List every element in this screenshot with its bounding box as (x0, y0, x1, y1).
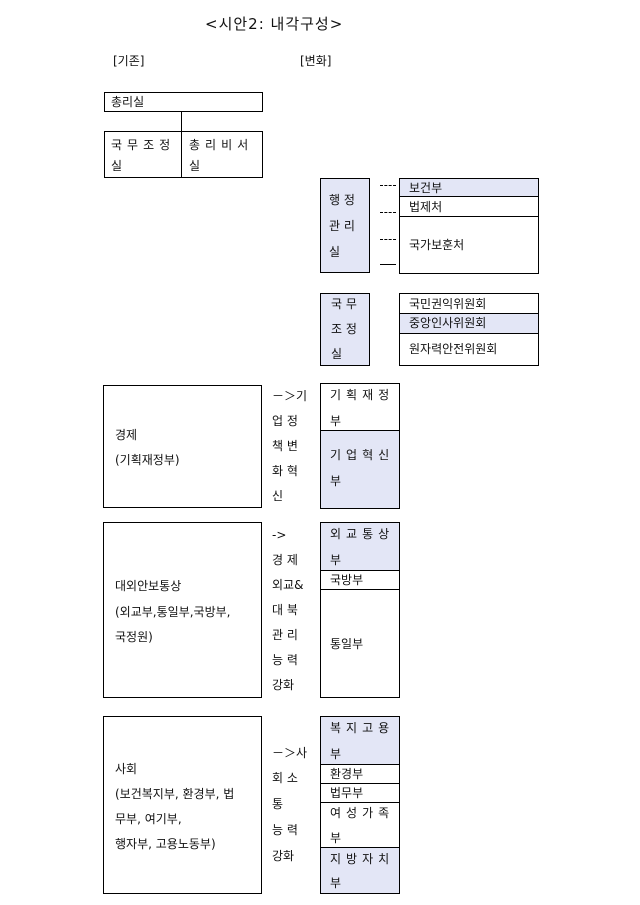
social-after-highlight-2 (321, 847, 399, 893)
foreign-change-4: 대 북 (272, 603, 298, 617)
admin-dash-2 (380, 212, 396, 213)
admin-dash-3 (380, 239, 396, 240)
coord-item-personnel: 중앙인사위원회 (409, 316, 487, 330)
economy-after-1-line1: 기획재정 (330, 388, 395, 402)
economy-before-box: 경제 (기획재정부) (103, 385, 262, 508)
admin-item-sep-1 (400, 196, 538, 197)
pm-secretariat-line1: 총리비서 (189, 138, 254, 152)
social-after-5-line1: 지방자치 (330, 852, 395, 866)
foreign-after-1-line2: 부 (330, 553, 342, 567)
admin-item-legislation: 법제처 (409, 200, 443, 214)
economy-change-4: 화 혁 (272, 464, 298, 478)
admin-item-highlight (400, 179, 538, 196)
social-after-1-line2: 부 (330, 747, 342, 761)
coordination-office-line1: 국무조정 (111, 138, 176, 152)
economy-change-3: 책 변 (272, 439, 298, 453)
economy-before-line2: (기획재정부) (115, 453, 180, 467)
social-after-5-line2: 부 (330, 876, 342, 890)
pm-office-box: 총리실 (104, 92, 263, 112)
foreign-after-1-line1: 외교통상 (330, 527, 395, 541)
economy-after-2-line1: 기업혁신 (330, 448, 395, 462)
admin-dash-4 (380, 264, 396, 265)
admin-office-label-3: 실 (329, 245, 341, 259)
social-after-box: 복지고용 부 환경부 법무부 여성가족 부 지방자치 부 (320, 716, 400, 894)
economy-after-sep (321, 430, 399, 431)
coord-item-sep-1 (400, 313, 538, 314)
social-before-line1: 사회 (115, 762, 138, 776)
foreign-before-line3: 국정원) (115, 630, 153, 644)
admin-dash-1 (380, 185, 396, 186)
foreign-after-3: 통일부 (330, 637, 364, 651)
column-header-before: [기존] (113, 54, 145, 68)
coord-item-sep-2 (400, 333, 538, 334)
social-change-2: 회 소 (272, 771, 298, 785)
social-after-2: 환경부 (330, 767, 364, 781)
column-header-after: [변화] (300, 54, 332, 68)
social-change-5: 강화 (272, 849, 295, 863)
social-after-sep-2 (321, 783, 399, 784)
admin-item-health: 보건부 (409, 181, 443, 195)
foreign-after-highlight (321, 523, 399, 570)
pm-secretariat-line2: 실 (189, 159, 201, 173)
foreign-after-sep-2 (321, 589, 399, 590)
admin-items-box: 보건부 법제처 국가보훈처 (399, 178, 539, 274)
admin-office-label-2: 관 리 (329, 219, 355, 233)
social-change-1: －＞사 (272, 746, 308, 760)
foreign-after-box: 외교통상 부 국방부 통일부 (320, 522, 400, 698)
economy-after-box: 기획재정 부 기업혁신 부 (320, 383, 400, 509)
pm-office-label: 총리실 (111, 95, 145, 109)
economy-before-line1: 경제 (115, 428, 138, 442)
social-after-sep-1 (321, 764, 399, 765)
page-title: <시안2: 내각구성> (205, 15, 344, 33)
social-change-4: 능 력 (272, 823, 298, 837)
pm-sub-divider (181, 132, 182, 178)
coord-item-highlight (400, 313, 538, 333)
admin-office-box: 행 정 관 리 실 (320, 178, 370, 273)
foreign-change-7: 강화 (272, 678, 295, 692)
economy-after-plain (321, 384, 399, 430)
coord-office-label-1: 국 무 (331, 297, 357, 311)
coord-item-nuclear: 원자력안전위원회 (409, 342, 498, 356)
social-after-sep-4 (321, 847, 399, 848)
coord-office-label-2: 조 정 (331, 322, 357, 336)
foreign-before-box: 대외안보통상 (외교부,통일부,국방부, 국정원) (103, 522, 262, 698)
social-after-1-line1: 복지고용 (330, 721, 395, 735)
coord-item-anticorruption: 국민권익위원회 (409, 297, 487, 311)
social-before-line2: (보건복지부, 환경부, 법 (115, 787, 235, 801)
economy-change-5: 신 (272, 489, 284, 503)
coord-office-label-3: 실 (331, 347, 343, 361)
social-before-line3: 무부, 여기부, (115, 812, 182, 826)
economy-after-1-line2: 부 (330, 414, 342, 428)
economy-change-2: 업 정 (272, 414, 298, 428)
foreign-change-5: 관 리 (272, 628, 298, 642)
social-after-4-line2: 부 (330, 831, 342, 845)
coord-office-box: 국 무 조 정 실 (320, 293, 370, 366)
foreign-change-2: 경 제 (272, 553, 298, 567)
pm-sub-offices-box: 국무조정 실 총리비서 실 (104, 131, 263, 178)
pm-office-connector (181, 111, 182, 132)
foreign-change-6: 능 력 (272, 653, 298, 667)
social-after-highlight-1 (321, 717, 399, 764)
economy-after-2-line2: 부 (330, 474, 342, 488)
admin-item-veterans: 국가보훈처 (409, 238, 465, 252)
social-before-line4: 행자부, 고용노동부) (115, 837, 216, 851)
foreign-before-line1: 대외안보통상 (115, 579, 182, 593)
coord-items-box: 국민권익위원회 중앙인사위원회 원자력안전위원회 (399, 293, 539, 366)
foreign-before-line2: (외교부,통일부,국방부, (115, 605, 231, 619)
admin-office-label-1: 행 정 (329, 193, 355, 207)
economy-change-1: －＞기 (272, 389, 308, 403)
foreign-after-sep-1 (321, 570, 399, 571)
foreign-change-1: -> (272, 528, 287, 542)
social-after-4-line1: 여성가족 (330, 806, 395, 820)
coordination-office-line2: 실 (111, 159, 123, 173)
admin-item-sep-2 (400, 216, 538, 217)
foreign-after-2: 국방부 (330, 573, 364, 587)
social-change-3: 통 (272, 797, 284, 811)
social-after-3: 법무부 (330, 786, 364, 800)
foreign-change-3: 외교& (272, 578, 304, 592)
social-after-sep-3 (321, 802, 399, 803)
social-before-box: 사회 (보건복지부, 환경부, 법 무부, 여기부, 행자부, 고용노동부) (103, 716, 262, 894)
